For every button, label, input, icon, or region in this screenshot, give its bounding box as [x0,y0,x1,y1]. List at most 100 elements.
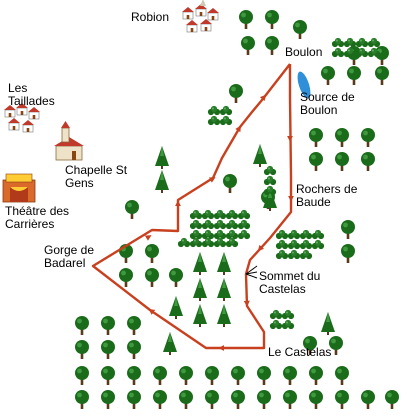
shrub-cluster-icon [237,219,251,230]
hiking-route [91,63,294,351]
deciduous-tree-icon [127,340,141,359]
deciduous-tree-icon [153,366,167,385]
shrub-cluster-icon [201,237,215,248]
place-label-theatre-des-carrieres: Théâtre des Carrières [5,204,70,231]
deciduous-tree-icon [229,84,243,103]
pine-tree-icon [155,170,169,193]
shrub-cluster-icon [275,249,289,260]
deciduous-tree-icon [283,390,297,409]
pine-tree-icon [217,252,231,275]
shrub-cluster-icon [299,249,313,260]
shrub-cluster-icon [225,237,239,248]
place-label-source-de-boulon: Source de Boulon [300,90,355,117]
deciduous-tree-icon [309,128,323,147]
shrub-cluster-icon [367,37,381,48]
shrub-cluster-icon [331,47,345,58]
pine-tree-icon [193,278,207,301]
deciduous-tree-icon [309,390,323,409]
deciduous-tree-icon [385,390,399,409]
place-label-rochers-de-baude: Rochers de Baude [296,182,358,209]
shrub-cluster-icon [207,115,221,126]
deciduous-tree-icon [335,390,349,409]
deciduous-tree-icon [361,128,375,147]
deciduous-tree-icon [127,366,141,385]
summit-pointer-icon [245,265,258,279]
deciduous-tree-icon [145,268,159,287]
deciduous-tree-icon [101,366,115,385]
shrub-cluster-icon [263,175,277,186]
deciduous-tree-icon [309,366,323,385]
deciduous-tree-icon [179,366,193,385]
shrub-cluster-icon [311,229,325,240]
deciduous-tree-icon [125,200,139,219]
pine-tree-icon [193,252,207,275]
shrub-cluster-icon [281,319,295,330]
deciduous-tree-icon [101,340,115,359]
shrub-cluster-icon [225,209,239,220]
shrub-cluster-icon [213,209,227,220]
deciduous-tree-icon [127,316,141,335]
pine-tree-icon [253,144,267,167]
deciduous-tree-icon [293,20,307,39]
shrub-cluster-icon [237,229,251,240]
deciduous-tree-icon [75,316,89,335]
place-label-chapelle-st-gens: Chapelle St Gens [65,163,128,190]
pine-tree-icons [155,144,335,355]
deciduous-tree-icon [101,316,115,335]
shrub-cluster-icon [225,229,239,240]
shrub-cluster-icon [269,309,283,320]
deciduous-tree-icon [169,268,183,287]
deciduous-tree-icon [361,390,375,409]
deciduous-tree-icon [231,390,245,409]
place-label-sommet-du-castelas: Sommet du Castelas [259,269,321,296]
shrub-cluster-icon [263,165,277,176]
deciduous-tree-icon [239,10,253,29]
shrub-cluster-icon [287,249,301,260]
deciduous-tree-icon [75,366,89,385]
shrub-cluster-icon [275,239,289,250]
shrub-cluster-icon [287,229,301,240]
deciduous-tree-icon [361,152,375,171]
shrub-cluster-icon [237,209,251,220]
shrub-cluster-icon [189,237,203,248]
deciduous-tree-icon [75,390,89,409]
pine-tree-icon [217,278,231,301]
shrub-cluster-icon [343,37,357,48]
deciduous-tree-icon [223,174,237,193]
deciduous-tree-icon [205,366,219,385]
theatre-icon [2,173,36,203]
deciduous-tree-icon [321,66,335,85]
deciduous-tree-icon [341,244,355,263]
shrub-cluster-icon [299,229,313,240]
deciduous-tree-icon [153,390,167,409]
shrub-cluster-icon [275,229,289,240]
deciduous-tree-icon [335,152,349,171]
shrub-cluster-icon [311,239,325,250]
shrub-cluster-icon [331,37,345,48]
shrub-cluster-icon [213,237,227,248]
deciduous-tree-icon [205,390,219,409]
deciduous-tree-icon [179,390,193,409]
shrub-cluster-icon [201,229,215,240]
deciduous-tree-icon [75,340,89,359]
robion-village-icon [181,0,220,33]
deciduous-tree-icon [283,366,297,385]
deciduous-tree-icon [241,36,255,55]
deciduous-tree-icon [119,268,133,287]
place-label-boulon: Boulon [285,45,323,59]
pine-tree-icon [193,304,207,327]
deciduous-tree-icon [375,66,389,85]
place-label-robion: Robion [131,10,170,24]
deciduous-tree-icon [265,10,279,29]
shrub-cluster-icon [189,209,203,220]
pine-tree-icon [217,304,231,327]
chapel-icon [54,121,84,161]
deciduous-tree-icon [335,128,349,147]
shrub-cluster-icon [355,37,369,48]
deciduous-tree-icon [101,390,115,409]
shrub-cluster-icon [213,229,227,240]
deciduous-tree-icon [257,390,271,409]
pine-tree-icon [321,312,335,335]
deciduous-tree-icon [127,390,141,409]
